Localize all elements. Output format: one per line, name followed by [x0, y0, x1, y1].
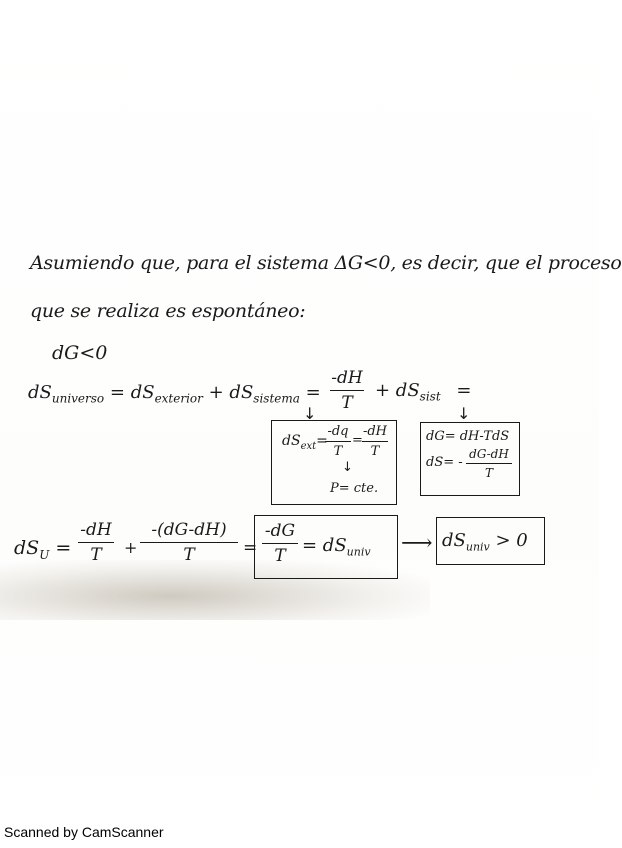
- final-frac2: -(dG-dH)T: [140, 520, 238, 565]
- final-plus: +: [124, 538, 138, 557]
- result-dsuniv-positive: dSuniv > 0: [442, 530, 528, 554]
- boxed-dsuniv: = dSuniv: [302, 535, 371, 559]
- dg-condition: dG<0: [52, 342, 108, 364]
- box-dsext: [271, 420, 397, 505]
- scanned-page: [0, 0, 599, 848]
- dssist-term: + dSsist =: [375, 380, 472, 404]
- box2-line1: dG= dH-TdS: [426, 429, 510, 444]
- box1-pressure-note: P= cte.: [330, 481, 379, 496]
- box-dg-over-t: [254, 515, 398, 579]
- intro-line-1: Asumiendo que, para el sistema ΔG<0, es …: [30, 252, 622, 274]
- scanner-watermark: Scanned by CamScanner: [4, 824, 164, 840]
- box-result: [436, 517, 545, 565]
- box1-eq2: =: [352, 433, 363, 448]
- box1-lhs: dSext=: [282, 433, 328, 452]
- final-eq2: =: [243, 538, 258, 558]
- box2-lhs: dS= -: [426, 455, 463, 470]
- intro-line-2: que se realiza es espontáneo:: [30, 300, 306, 322]
- dsuniverso-label: dSuniverso = dSexterior + dSsistema =: [28, 382, 321, 406]
- right-arrow-icon: ⟶: [401, 531, 433, 556]
- arrow-down-icon: ↓: [342, 460, 353, 475]
- arrow-down-icon: ↓: [303, 404, 317, 423]
- box-dg: [420, 422, 520, 496]
- arrow-down-icon: ↓: [457, 404, 471, 423]
- final-lhs: dSU =: [14, 537, 72, 562]
- scan-shadow: [0, 560, 430, 620]
